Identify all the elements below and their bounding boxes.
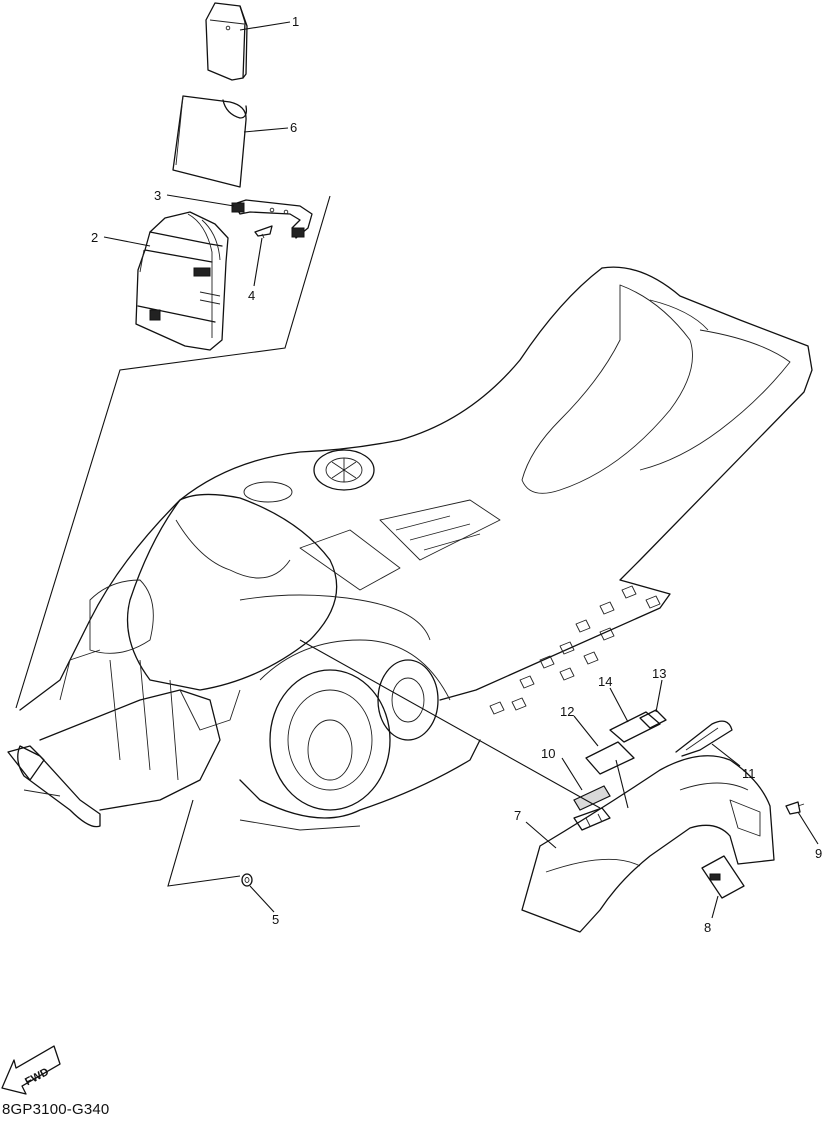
part-5-grommet[interactable] (242, 874, 252, 886)
part-11-clip[interactable] (676, 721, 732, 756)
callout-5: 5 (272, 912, 279, 927)
leader-lines (104, 22, 818, 918)
part-14-pad[interactable] (610, 712, 660, 742)
snowmobile-body (8, 267, 812, 830)
part-12-pad[interactable] (586, 742, 634, 774)
part-6-sleeve[interactable] (173, 96, 246, 187)
bracket-lines (168, 640, 628, 886)
callout-6: 6 (290, 120, 297, 135)
part-3-bracket[interactable] (232, 200, 312, 238)
part-13-pad[interactable] (640, 710, 666, 728)
callout-2: 2 (91, 230, 98, 245)
fwd-arrow-icon: FWD (2, 1046, 60, 1094)
callout-11: 11 (742, 766, 756, 781)
callout-numbers: 1 6 3 2 4 13 14 12 10 11 7 9 5 8 (91, 14, 822, 935)
part-9-rivet[interactable] (786, 802, 804, 814)
callout-10: 10 (541, 746, 555, 761)
part-1-pouch[interactable] (206, 3, 247, 80)
part-7-snow-guard[interactable] (522, 756, 774, 932)
diagram-code: 8GP3100-G340 (2, 1101, 110, 1118)
part-10-strip[interactable] (574, 786, 610, 830)
callout-3: 3 (154, 188, 161, 203)
part-2-battery-case[interactable] (136, 212, 228, 350)
callout-9: 9 (815, 846, 822, 861)
callout-1: 1 (292, 14, 299, 29)
callout-12: 12 (560, 704, 574, 719)
callout-8: 8 (704, 920, 711, 935)
part-4-fastener[interactable] (255, 226, 272, 238)
fwd-label: FWD (23, 1066, 51, 1088)
part-8-plate[interactable] (702, 856, 744, 898)
callout-14: 14 (598, 674, 612, 689)
callout-7: 7 (514, 808, 521, 823)
exploded-group-outline (16, 196, 330, 708)
callout-13: 13 (652, 666, 666, 681)
callout-4: 4 (248, 288, 255, 303)
